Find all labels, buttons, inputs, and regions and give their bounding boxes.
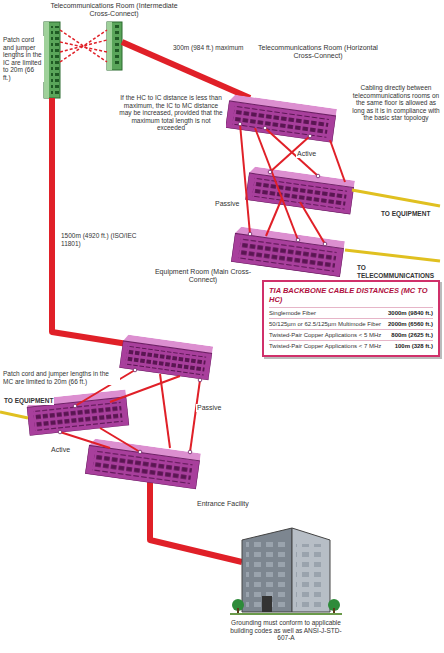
table-value: 3000m (9840 ft.): [384, 310, 433, 317]
building: [230, 528, 342, 614]
note-label: 300m (984 ft.) maximum: [172, 44, 264, 52]
note-label: Entrance Facility: [196, 500, 250, 508]
note-label: Grounding must conform to applicable bui…: [226, 619, 346, 642]
table-row: Twisted-Pair Copper Applications < 7 MHz…: [269, 340, 433, 351]
table-row: Twisted-Pair Copper Applications < 5 MHz…: [269, 329, 433, 340]
note-label: Telecommunications Room (Horizontal Cros…: [256, 44, 380, 61]
table-value: 800m (2625 ft.): [387, 332, 433, 339]
note-label: Patch cord and jumper lengths in the IC …: [2, 36, 44, 82]
note-label: Telecommunications Room (Intermediate Cr…: [48, 2, 180, 19]
table-cell: Twisted-Pair Copper Applications < 7 MHz: [269, 343, 381, 350]
table-cell: Twisted-Pair Copper Applications < 5 MHz: [269, 332, 381, 339]
note-label: Active: [50, 446, 71, 454]
table-cell: Singlemode Fiber: [269, 310, 316, 317]
table-cell: 50/125µm or 62.5/125µm Multimode Fiber: [269, 321, 381, 328]
table-value: 2000m (6560 ft.): [384, 321, 433, 328]
note-label: If the HC to IC distance is less than ma…: [116, 94, 226, 132]
note-label: TO EQUIPMENT: [3, 397, 54, 405]
mc-panels: [0, 334, 213, 489]
table-value: 100m (328 ft.): [391, 343, 433, 350]
distance-table: TIA BACKBONE CABLE DISTANCES (MC TO HC) S…: [262, 280, 440, 357]
backbone-cable: [52, 42, 250, 562]
note-label: Cabling directly between telecommunicati…: [350, 84, 442, 122]
ic-panels: [44, 22, 122, 98]
note-label: 1500m (4920 ft.) (ISO/IEC 11801): [60, 232, 146, 247]
note-label: Equipment Room (Main Cross-Connect): [150, 268, 256, 285]
table-row: Singlemode Fiber 3000m (9840 ft.): [269, 307, 433, 318]
note-label: TO EQUIPMENT: [380, 210, 431, 218]
table-row: 50/125µm or 62.5/125µm Multimode Fiber20…: [269, 318, 433, 329]
note-label: Passive: [214, 200, 241, 208]
note-label: Patch cord and jumper lengths in the MC …: [2, 370, 120, 385]
note-label: Active: [296, 150, 317, 158]
note-label: Passive: [196, 404, 223, 412]
table-title: TIA BACKBONE CABLE DISTANCES (MC TO HC): [269, 286, 433, 304]
